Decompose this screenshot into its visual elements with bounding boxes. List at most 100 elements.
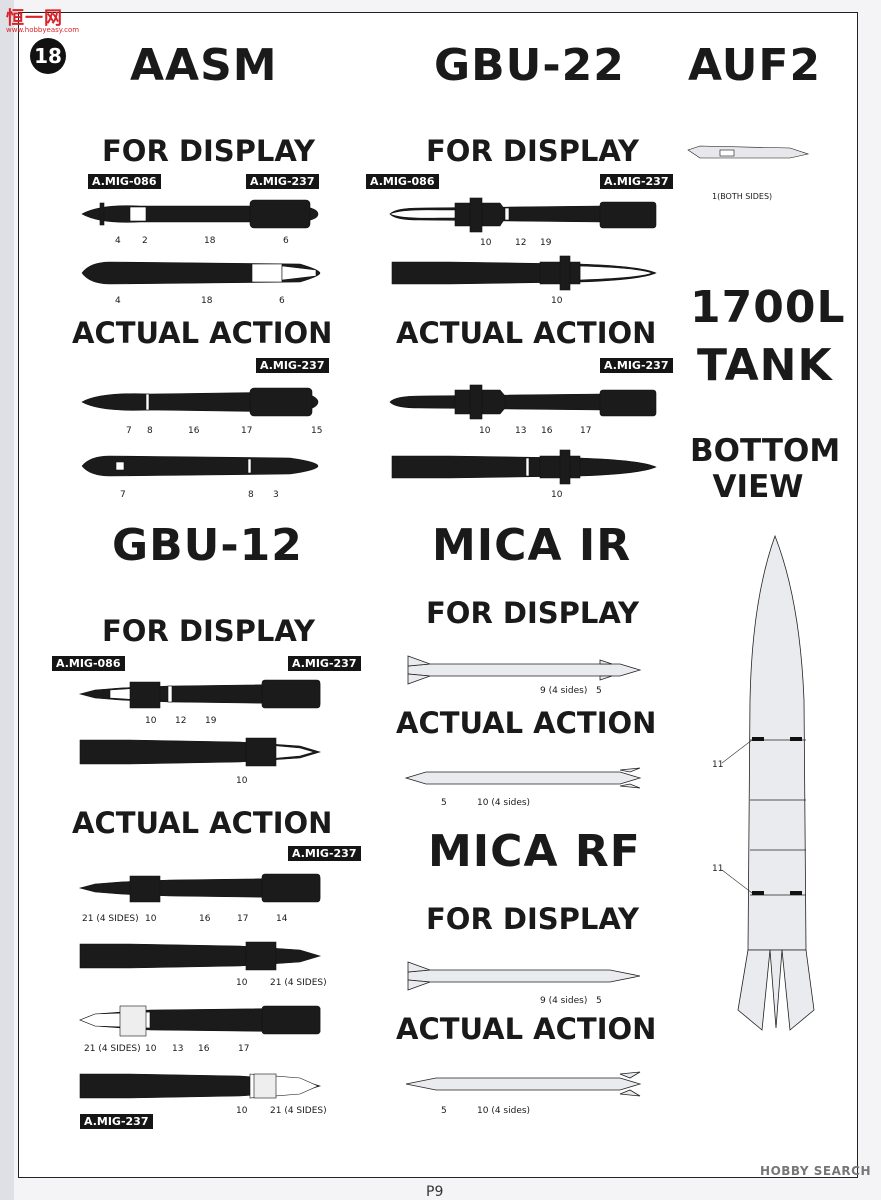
gbu22-title: GBU-22 — [434, 40, 625, 91]
gbu12-display-2-drawing — [79, 737, 322, 767]
gbu12-actual-2-drawing — [79, 941, 322, 971]
hobby-search-watermark: HOBBY SEARCH — [760, 1164, 871, 1178]
auf2-drawing — [687, 145, 810, 159]
gbu22-actual-badge-mig237: A.MIG-237 — [600, 358, 673, 373]
mica-ir-actual-drawing — [404, 767, 642, 789]
callout-number: 8 — [147, 426, 153, 436]
aasm-actual-2-drawing — [81, 455, 319, 477]
callout-number: 2 — [142, 236, 148, 246]
gbu22-actual-heading: ACTUAL ACTION — [396, 316, 657, 350]
mica-ir-display-drawing — [407, 655, 642, 685]
callout-number: 16 — [198, 1044, 210, 1054]
gbu12-bottom-badge-mig237: A.MIG-237 — [80, 1114, 153, 1129]
callout-number: 10 — [551, 296, 563, 306]
callout-number: 10 — [480, 238, 492, 248]
gbu12-display-heading: FOR DISPLAY — [102, 614, 316, 648]
callout-number: 17 — [238, 1044, 250, 1054]
gbu12-actual-3-drawing — [79, 1005, 321, 1037]
mica-rf-display-drawing — [407, 961, 641, 991]
callout-number: 10 — [236, 1106, 248, 1116]
callout-number: 9 (4 sides) — [540, 686, 588, 696]
gbu22-display-2-drawing — [391, 255, 657, 291]
auf2-note: 1(BOTH SIDES) — [712, 192, 773, 201]
callout-number: 4 — [115, 296, 121, 306]
callout-number: 5 — [596, 686, 602, 696]
gbu22-actual-2-drawing — [391, 449, 657, 485]
callout-number: 19 — [205, 716, 217, 726]
mica-ir-actual-heading: ACTUAL ACTION — [396, 706, 657, 740]
callout-number: 10 — [145, 716, 157, 726]
callout-number: 13 — [515, 426, 527, 436]
aasm-display-heading: FOR DISPLAY — [102, 134, 316, 168]
callout-number: 12 — [175, 716, 187, 726]
callout-number: 5 — [441, 1106, 447, 1116]
aasm-actual-badge-mig237: A.MIG-237 — [256, 358, 329, 373]
callout-number: 19 — [540, 238, 552, 248]
site-logo: 恒一网 — [6, 8, 63, 29]
auf2-title: AUF2 — [688, 40, 822, 91]
callout-number: 5 — [596, 996, 602, 1006]
tank-title-line1: 1700L — [690, 282, 846, 333]
callout-number: 21 (4 SIDES) — [84, 1044, 141, 1054]
tank-callout-upper: 11 — [712, 760, 724, 770]
gbu12-badge-mig237: A.MIG-237 — [288, 656, 361, 671]
callout-number: 21 (4 SIDES) — [270, 978, 327, 988]
site-logo-url: www.hobbyeasy.com — [6, 26, 80, 34]
aasm-display-1-drawing — [81, 199, 319, 229]
callout-number: 21 (4 SIDES) — [82, 914, 139, 924]
callout-number: 17 — [580, 426, 592, 436]
tank-callout-lower: 11 — [712, 864, 724, 874]
gbu22-display-heading: FOR DISPLAY — [426, 134, 640, 168]
mica-rf-title: MICA RF — [428, 826, 641, 877]
callout-number: 10 — [236, 776, 248, 786]
tank-view-line2: VIEW — [712, 469, 804, 505]
mica-rf-actual-heading: ACTUAL ACTION — [396, 1012, 657, 1046]
mica-ir-title: MICA IR — [432, 520, 632, 571]
callout-number: 10 — [145, 914, 157, 924]
callout-number: 18 — [201, 296, 213, 306]
tank-view-line1: BOTTOM — [690, 433, 841, 469]
callout-number: 17 — [241, 426, 253, 436]
callout-number: 10 (4 sides) — [477, 798, 531, 808]
callout-number: 9 (4 sides) — [540, 996, 588, 1006]
callout-number: 13 — [172, 1044, 184, 1054]
callout-number: 16 — [188, 426, 200, 436]
callout-number: 14 — [276, 914, 288, 924]
callout-number: 16 — [199, 914, 211, 924]
tank-drawing — [737, 534, 815, 1031]
gbu22-badge-mig086: A.MIG-086 — [366, 174, 439, 189]
callout-number: 10 — [551, 490, 563, 500]
callout-number: 6 — [283, 236, 289, 246]
callout-number: 10 (4 sides) — [477, 1106, 531, 1116]
gbu12-actual-1-drawing — [78, 873, 321, 903]
mica-ir-display-heading: FOR DISPLAY — [426, 596, 640, 630]
tank-title-line2: TANK — [697, 340, 833, 391]
callout-number: 10 — [145, 1044, 157, 1054]
callout-number: 12 — [515, 238, 527, 248]
callout-number: 6 — [279, 296, 285, 306]
gbu12-actual-heading: ACTUAL ACTION — [72, 806, 333, 840]
page-footer: P9 — [426, 1184, 444, 1200]
callout-number: 16 — [541, 426, 553, 436]
gbu22-display-1-drawing — [389, 197, 657, 233]
callout-number: 21 (4 SIDES) — [270, 1106, 327, 1116]
mica-rf-actual-drawing — [405, 1071, 642, 1097]
callout-number: 15 — [311, 426, 323, 436]
gbu12-actual-4-drawing — [79, 1073, 322, 1099]
page-number-badge: 18 — [30, 38, 66, 74]
callout-number: 10 — [236, 978, 248, 988]
gbu12-display-1-drawing — [78, 679, 321, 709]
gbu22-actual-1-drawing — [389, 384, 657, 420]
callout-number: 5 — [441, 798, 447, 808]
aasm-badge-mig237: A.MIG-237 — [246, 174, 319, 189]
aasm-title: AASM — [130, 40, 278, 91]
aasm-actual-1-drawing — [81, 387, 319, 417]
gbu12-badge-mig086: A.MIG-086 — [52, 656, 125, 671]
aasm-display-2-drawing — [81, 261, 321, 285]
callout-number: 17 — [237, 914, 249, 924]
gbu12-title: GBU-12 — [112, 520, 303, 571]
mica-rf-display-heading: FOR DISPLAY — [426, 902, 640, 936]
callout-number: 4 — [115, 236, 121, 246]
gbu12-actual-badge-mig237: A.MIG-237 — [288, 846, 361, 861]
